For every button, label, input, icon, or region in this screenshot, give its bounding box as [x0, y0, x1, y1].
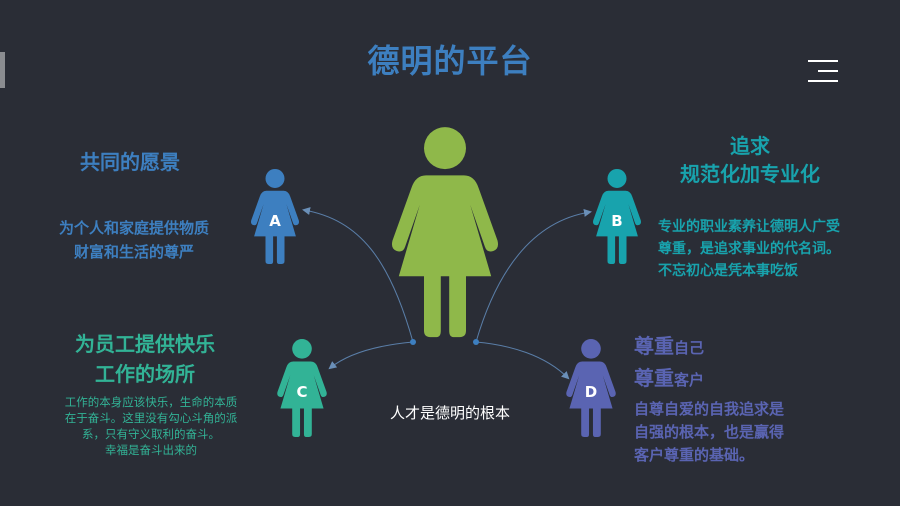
- d-desc-line: 自尊自爱的自我追求是: [634, 400, 785, 418]
- c-heading-line-1: 为员工提供快乐: [75, 332, 215, 356]
- b-desc-line: 专业的职业素养让德明人广受: [658, 219, 840, 235]
- c-desc-line: 幸福是奋斗出来的: [105, 443, 197, 457]
- page-title: 德明的平台: [367, 42, 533, 80]
- d-heading-2-small: 客户: [674, 371, 705, 389]
- figure-c-letter: C: [296, 383, 307, 401]
- a-description: 为个人和家庭提供物质 财富和生活的尊严: [34, 216, 234, 264]
- connector-to-d: [475, 341, 570, 380]
- figure-b-letter: B: [611, 212, 622, 230]
- center-figure-icon: [391, 127, 499, 338]
- d-description: 自尊自爱的自我追求是 自强的根本，也是赢得 客户尊重的基础。: [634, 398, 864, 467]
- a-desc-line: 为个人和家庭提供物质: [58, 219, 209, 237]
- a-desc-line: 财富和生活的尊严: [73, 243, 194, 261]
- c-desc-line: 系，只有守义取利的奋斗。: [82, 427, 220, 441]
- d-desc-line: 客户尊重的基础。: [634, 446, 755, 464]
- connector-to-c: [328, 341, 414, 370]
- connector-node-left: [410, 339, 416, 345]
- d-heading-1-big: 尊重: [634, 334, 674, 358]
- b-heading-line-2: 规范化加专业化: [680, 162, 820, 186]
- figure-d-letter: D: [585, 383, 597, 401]
- b-heading-line-1: 追求: [730, 134, 770, 158]
- c-desc-line: 工作的本身应该快乐，生命的本质: [64, 395, 238, 409]
- figure-a-letter: A: [269, 212, 281, 230]
- d-heading-line-2: 尊重客户: [634, 362, 704, 391]
- side-tab: [0, 52, 5, 88]
- c-heading-line-2: 工作的场所: [95, 362, 195, 386]
- b-description: 专业的职业素养让德明人广受 尊重，是追求事业的代名词。 不忘初心是凭本事吃饭: [658, 216, 888, 282]
- d-desc-line: 自强的根本，也是赢得: [634, 423, 785, 441]
- d-heading-1-small: 自己: [674, 339, 705, 357]
- connector-node-right: [473, 339, 479, 345]
- b-desc-line: 尊重，是追求事业的代名词。: [658, 241, 840, 257]
- connector-to-b: [475, 209, 592, 343]
- center-caption: 人才是德明的根本: [389, 404, 510, 422]
- d-heading-2-big: 尊重: [634, 366, 674, 390]
- c-description: 工作的本身应该快乐，生命的本质 在于奋斗。这里没有勾心斗角的派 系，只有守义取利…: [36, 394, 266, 458]
- d-heading-line-1: 尊重自己: [634, 330, 704, 359]
- b-desc-line: 不忘初心是凭本事吃饭: [658, 263, 798, 279]
- a-heading: 共同的愿景: [80, 150, 180, 174]
- menu-lines-icon[interactable]: [808, 60, 838, 82]
- c-desc-line: 在于奋斗。这里没有勾心斗角的派: [64, 411, 238, 425]
- connector-to-a: [302, 207, 414, 343]
